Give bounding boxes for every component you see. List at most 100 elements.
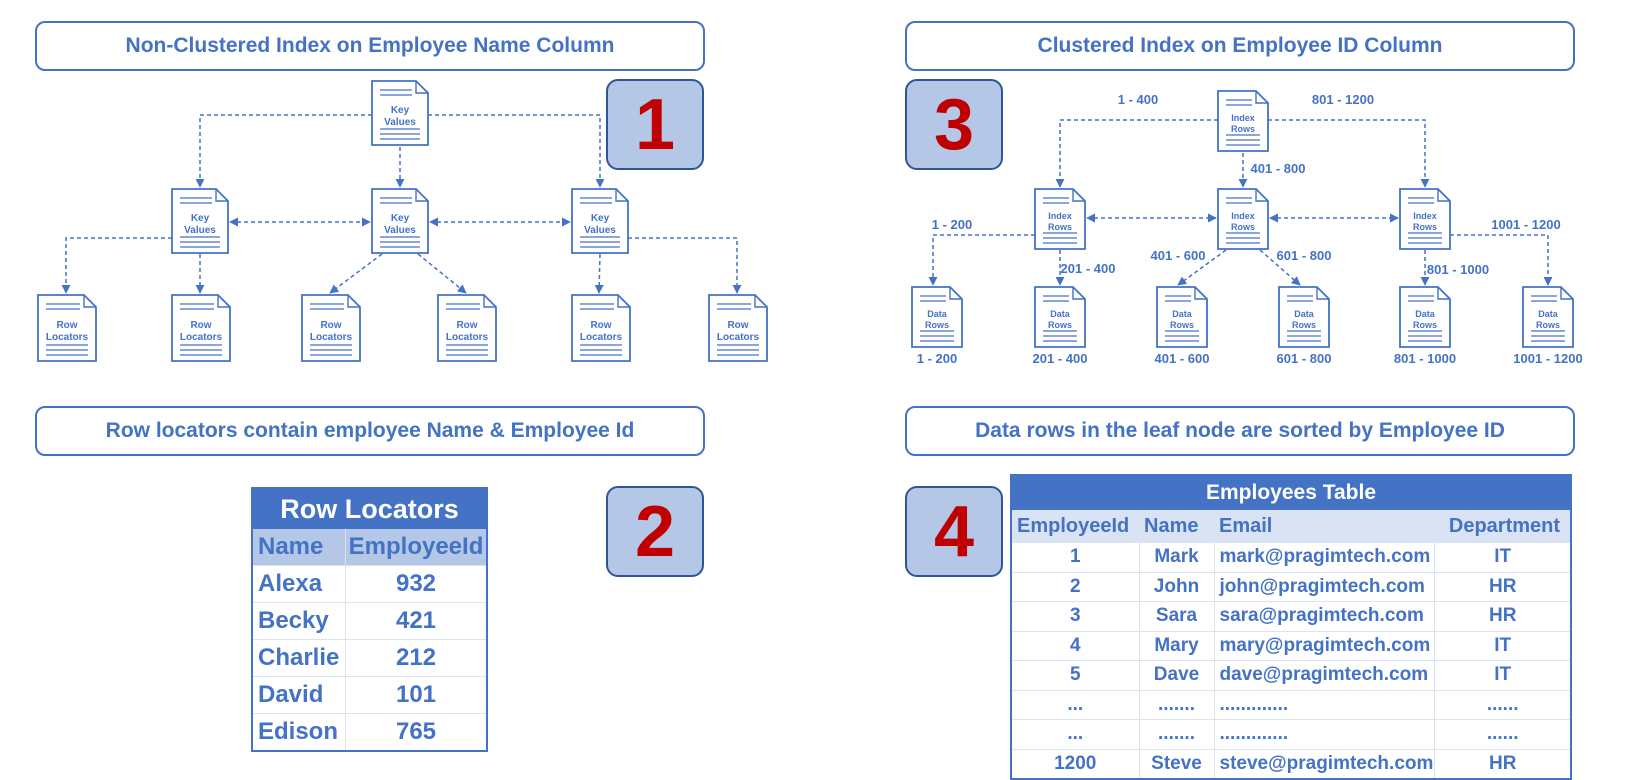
panel1-root-key-values-node-label-line2: Values — [384, 117, 416, 128]
cell-name: Sara — [1138, 601, 1214, 631]
range-label-edge-3: 401 - 600 — [1151, 248, 1206, 263]
panel3-data-rows-node-2-label-line2: Rows — [1048, 320, 1072, 330]
cell-email: mark@pragimtech.com — [1213, 542, 1435, 572]
panel3-data-rows-node-6-label-line2: Rows — [1536, 320, 1560, 330]
panel3-root-index-rows-node-label-line1: Index — [1231, 113, 1255, 123]
employees-table: Employees Table EmployeeId Name Email De… — [1010, 474, 1572, 780]
range-label-root-middle: 401 - 800 — [1251, 161, 1306, 176]
range-label-edge-4: 601 - 800 — [1277, 248, 1332, 263]
panel1-key-values-node-3-label-line1: Key — [591, 213, 610, 224]
cell-name: Steve — [1138, 748, 1214, 779]
cell-name: John — [1138, 571, 1214, 602]
range-label-leaf-6: 1001 - 1200 — [1513, 351, 1582, 366]
edge-key-middle-to-leaf-4 — [417, 253, 467, 294]
panel1-key-values-node-1-label-line1: Key — [191, 213, 210, 224]
panel1-row-locators-node-1-label-line2: Locators — [46, 332, 89, 343]
table-row: ............................. — [1010, 719, 1571, 749]
panel1-row-locators-node-6-label-line1: Row — [727, 320, 748, 331]
column-header-employeeid: EmployeeId — [345, 529, 487, 566]
panel1-number-badge: 1 — [606, 79, 704, 170]
panel3-index-rows-node-1-label-line1: Index — [1048, 211, 1072, 221]
employees-table-caption: Employees Table — [1011, 475, 1571, 510]
panel3-index-rows-node-1-label-line2: Rows — [1048, 222, 1072, 232]
panel3-data-rows-node-4-label-line1: Data — [1294, 309, 1315, 319]
row-locators-caption: Row Locators — [252, 488, 487, 529]
cell-employeeid: 101 — [345, 676, 487, 714]
column-header-department: Department — [1434, 510, 1571, 543]
cell-employeeid: 3 — [1010, 601, 1139, 631]
cell-email: john@pragimtech.com — [1213, 571, 1435, 602]
edge-index-root-to-right — [1268, 119, 1430, 188]
cell-department: ...... — [1434, 719, 1571, 749]
edge-index-left-to-data-1 — [928, 234, 1035, 286]
panel1-row-locators-node-4-label-line2: Locators — [446, 332, 489, 343]
panel1-row-locators-node-5-label-line1: Row — [590, 320, 611, 331]
range-label-leaf-5: 801 - 1000 — [1394, 351, 1456, 366]
edge-index-middle-to-data-3 — [1177, 249, 1227, 286]
cell-email: sara@pragimtech.com — [1213, 601, 1435, 631]
cell-email: mary@pragimtech.com — [1213, 630, 1435, 661]
column-header-email: Email — [1214, 510, 1435, 543]
cell-name: David — [252, 676, 346, 714]
cell-name: Mary — [1138, 630, 1214, 661]
range-label-root-left: 1 - 400 — [1118, 92, 1158, 107]
panel1-row-locators-node-3-label-line2: Locators — [310, 332, 353, 343]
panel1-key-values-node-1-label-line2: Values — [184, 225, 216, 236]
cell-employeeid: 2 — [1010, 571, 1139, 602]
panel1-row-locators-node-4-label-line1: Row — [456, 320, 477, 331]
panel3-data-rows-node-1-label-line2: Rows — [925, 320, 949, 330]
panel4-number-badge: 4 — [905, 486, 1003, 577]
range-label-edge-2: 201 - 400 — [1061, 261, 1116, 276]
edge-key-right-to-leaf-6 — [628, 237, 742, 294]
panel3-root-index-rows-node-label-line2: Rows — [1231, 124, 1255, 134]
range-label-root-right: 801 - 1200 — [1312, 92, 1374, 107]
panel1-row-locators-node-2-label-line1: Row — [190, 320, 211, 331]
edge-root-to-key-left — [195, 114, 372, 188]
cell-employeeid: 932 — [345, 565, 487, 603]
panel4-title: Data rows in the leaf node are sorted by… — [905, 406, 1575, 456]
column-header-employeeid: EmployeeId — [1011, 510, 1139, 543]
range-label-edge-1: 1 - 200 — [932, 217, 972, 232]
range-label-leaf-4: 601 - 800 — [1277, 351, 1332, 366]
panel3-data-rows-node-5-label-line1: Data — [1415, 309, 1436, 319]
cell-email: ............. — [1213, 689, 1435, 720]
cell-name: Becky — [252, 602, 346, 640]
cell-employeeid: 212 — [345, 639, 487, 677]
panel1-row-locators-node-3-label-line1: Row — [320, 320, 341, 331]
panel3-data-rows-node-6-label-line1: Data — [1538, 309, 1559, 319]
panel3-index-rows-node-3-label-line2: Rows — [1413, 222, 1437, 232]
panel1-row-locators-node-6-label-line2: Locators — [717, 332, 760, 343]
cell-employeeid: 1200 — [1010, 748, 1139, 779]
panel1-key-values-node-3-label-line2: Values — [584, 225, 616, 236]
range-label-edge-6: 1001 - 1200 — [1491, 217, 1560, 232]
table-row: ............................. — [1010, 689, 1571, 720]
panel3-number-badge: 3 — [905, 79, 1003, 170]
range-label-leaf-1: 1 - 200 — [917, 351, 957, 366]
cell-department: ...... — [1434, 689, 1571, 720]
cell-name: Alexa — [252, 565, 346, 603]
panel3-data-rows-node-3-label-line1: Data — [1172, 309, 1193, 319]
panel3-index-rows-node-3-label-line1: Index — [1413, 211, 1437, 221]
panel1-row-locators-node-5-label-line2: Locators — [580, 332, 623, 343]
edge-index-root-to-left — [1055, 119, 1218, 188]
edge-key-left-to-leaf-1 — [61, 237, 172, 294]
panel3-index-rows-node-2-label-line1: Index — [1231, 211, 1255, 221]
panel2-title: Row locators contain employee Name & Emp… — [35, 406, 705, 456]
